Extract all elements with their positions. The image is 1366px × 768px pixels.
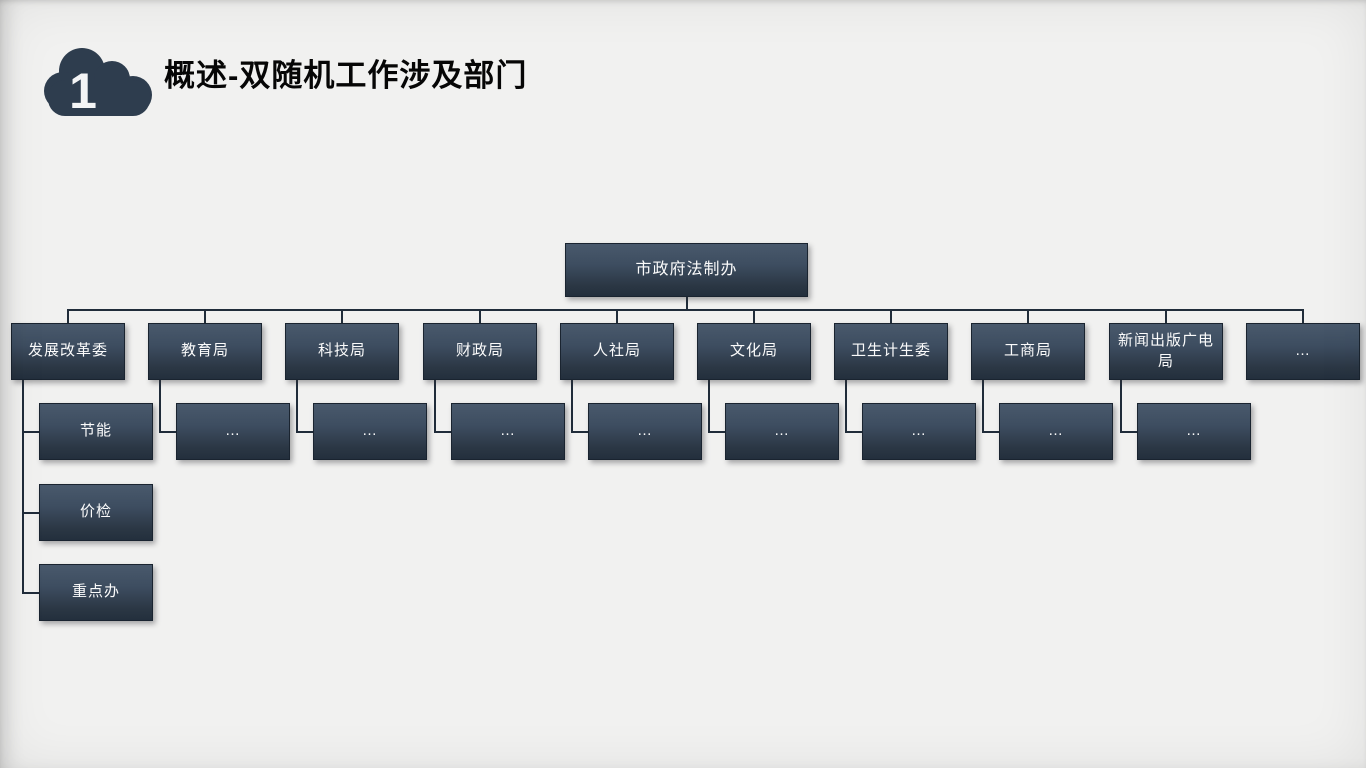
connector-line [160,431,176,433]
org-node-dept: 工商局 [971,323,1085,380]
org-node-dept: 发展改革委 [11,323,125,380]
connector-line [159,380,161,433]
connector-line [67,309,1304,311]
cloud-badge-icon: 1 [44,48,152,118]
connector-line [708,380,710,433]
org-node-sub: … [176,403,290,460]
page-title: 概述-双随机工作涉及部门 [164,58,528,93]
connector-line [1120,380,1122,433]
org-node-sub: 重点办 [39,564,153,621]
org-node-sub: … [313,403,427,460]
connector-line [23,592,39,594]
org-node-dept: 财政局 [423,323,537,380]
connector-line [571,380,573,433]
connector-line [709,431,725,433]
connector-line [204,311,206,323]
connector-line [479,311,481,323]
org-node-root: 市政府法制办 [565,243,808,297]
connector-line [983,431,999,433]
org-node-sub: … [588,403,702,460]
connector-line [1302,311,1304,323]
connector-line [297,431,313,433]
connector-line [435,431,451,433]
org-node-dept: 卫生计生委 [834,323,948,380]
connector-line [23,431,39,433]
connector-line [616,311,618,323]
org-node-sub: … [862,403,976,460]
connector-line [753,311,755,323]
org-node-sub: … [451,403,565,460]
org-node-sub: … [1137,403,1251,460]
connector-line [22,380,24,594]
badge-number: 1 [69,63,97,118]
connector-line [1121,431,1137,433]
connector-line [23,512,39,514]
org-node-dept: 教育局 [148,323,262,380]
slide-header: 1 概述-双随机工作涉及部门 [0,0,1366,130]
connector-line [982,380,984,433]
org-node-sub: … [725,403,839,460]
connector-line [1027,311,1029,323]
connector-line [434,380,436,433]
connector-line [1165,311,1167,323]
connector-line [685,297,688,311]
connector-line [572,431,588,433]
org-node-dept: 新闻出版广电局 [1109,323,1223,380]
connector-line [67,311,69,323]
org-node-sub: 价检 [39,484,153,541]
connector-line [845,380,847,433]
org-node-dept: 文化局 [697,323,811,380]
connector-line [296,380,298,433]
org-node-dept: 人社局 [560,323,674,380]
connector-line [890,311,892,323]
connector-line [341,311,343,323]
org-node-sub: … [999,403,1113,460]
org-node-dept: 科技局 [285,323,399,380]
org-node-dept: … [1246,323,1360,380]
connector-line [846,431,862,433]
org-node-sub: 节能 [39,403,153,460]
